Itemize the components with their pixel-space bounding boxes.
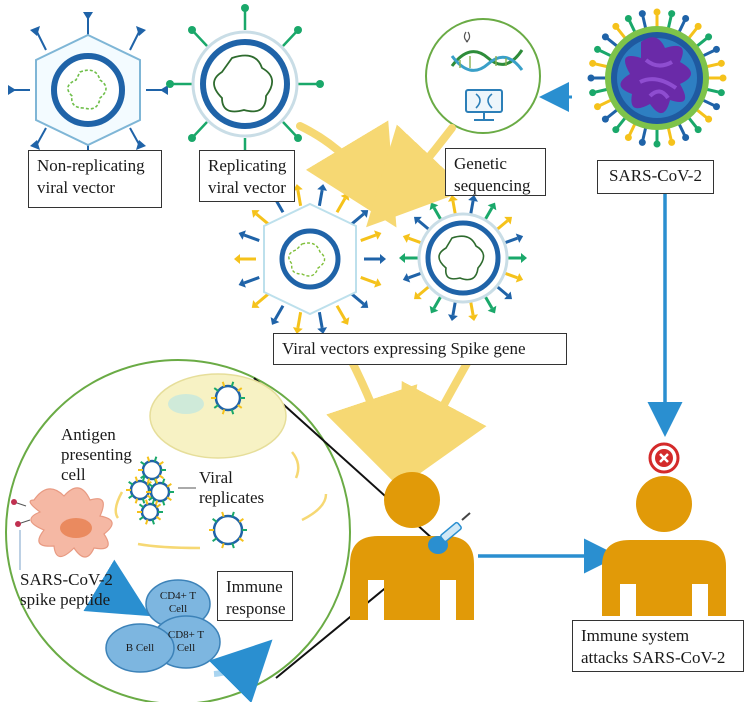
label-antigen-presenting-cell: Antigen presenting cell bbox=[61, 425, 132, 484]
label-viral-vectors-spike: Viral vectors expressing Spike gene bbox=[273, 333, 567, 365]
label-viral-replicates: Viral replicates bbox=[199, 468, 265, 507]
vector-spike-round-icon bbox=[399, 194, 527, 322]
non-replicating-vector-icon bbox=[8, 12, 168, 164]
label-genetic-sequencing: Genetic sequencing bbox=[445, 148, 546, 196]
monitor-icon bbox=[465, 89, 503, 121]
label-immune-response: Immune response bbox=[217, 571, 293, 621]
cycle-arrow-2 bbox=[301, 493, 328, 522]
label-cd4: CD4+ T Cell bbox=[159, 590, 197, 615]
syringe-icon bbox=[428, 512, 471, 554]
label-replicating: Replicating viral vector bbox=[199, 150, 295, 202]
label-non-replicating: Non-replicating viral vector bbox=[28, 150, 162, 208]
dna-icon bbox=[450, 31, 524, 72]
cycle-arrow-4 bbox=[114, 491, 124, 519]
person-icon bbox=[350, 472, 474, 620]
label-sars-cov-2: SARS-CoV-2 bbox=[597, 160, 714, 194]
cycle-arrow-3 bbox=[137, 542, 201, 550]
antigen-presenting-cell-icon bbox=[11, 487, 113, 570]
immune-person-icon bbox=[602, 476, 726, 616]
label-b-cell: B Cell bbox=[125, 642, 155, 654]
flow-arrow-sequencing bbox=[366, 124, 467, 228]
genetic-sequencing-icon bbox=[425, 18, 541, 134]
flow-arrow-left bbox=[326, 354, 418, 491]
label-cd8: CD8+ T Cell bbox=[167, 629, 205, 654]
virus-icon bbox=[587, 8, 727, 148]
spike-arrow bbox=[83, 559, 151, 617]
label-immune-attacks: Immune system attacks SARS-CoV-2 bbox=[572, 620, 744, 672]
cycle-arrow-1 bbox=[291, 451, 300, 479]
flow-arrow-right bbox=[398, 354, 487, 489]
b-cell bbox=[105, 623, 175, 673]
host-cell bbox=[149, 373, 287, 459]
response-arrow bbox=[208, 639, 273, 704]
cell-nucleus bbox=[168, 394, 204, 414]
vector-spike-hexagonal-icon bbox=[234, 184, 386, 334]
flow-arrow-replicating bbox=[296, 120, 397, 228]
label-spike-peptide: SARS-CoV-2 spike peptide bbox=[20, 570, 113, 609]
replicating-vector-icon bbox=[166, 4, 324, 164]
block-icon bbox=[648, 442, 680, 474]
